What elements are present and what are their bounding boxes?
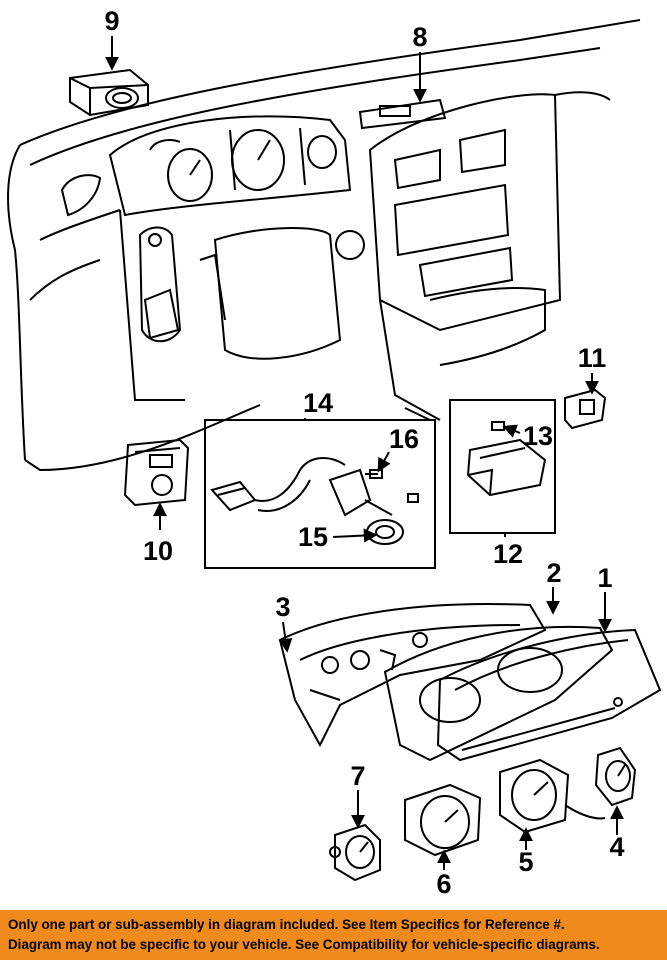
callout-8: 8 [412,22,427,52]
part-7-gauge [329,823,381,882]
callout-2: 2 [546,558,561,588]
part-9-control-module [69,68,149,117]
dashboard-assembly [7,19,641,472]
callout-3: 3 [275,592,290,622]
part-4-gauge [594,746,637,807]
part-12-switch-box [449,399,556,534]
leader-arrows [105,36,624,870]
part-10-switch [123,438,190,507]
callout-13: 13 [523,421,553,451]
callout-5: 5 [518,847,533,877]
parts-diagram: 9 8 11 14 16 13 15 10 12 2 1 3 7 4 5 6 [7,6,662,899]
callout-14: 14 [303,388,333,418]
part-1-cluster-lens [436,628,662,762]
part-3-cluster-case [278,603,547,748]
part-11-switch [564,388,607,430]
callout-1: 1 [597,563,612,593]
callout-16: 16 [389,424,419,454]
disclaimer-line-1: Only one part or sub-assembly in diagram… [8,917,565,932]
part-14-lighter-box [204,419,436,569]
disclaimer-line-2: Diagram may not be specific to your vehi… [8,937,600,952]
callout-10: 10 [143,536,173,566]
callout-15: 15 [298,522,328,552]
callout-4: 4 [609,832,624,862]
callout-6: 6 [436,869,451,899]
callout-9: 9 [104,6,119,36]
disclaimer-banner: Only one part or sub-assembly in diagram… [0,910,667,960]
part-6-gauge [404,783,482,857]
callout-7: 7 [350,761,365,791]
part-5-gauge [499,758,606,834]
callout-12: 12 [493,539,523,569]
callout-11: 11 [578,343,607,373]
